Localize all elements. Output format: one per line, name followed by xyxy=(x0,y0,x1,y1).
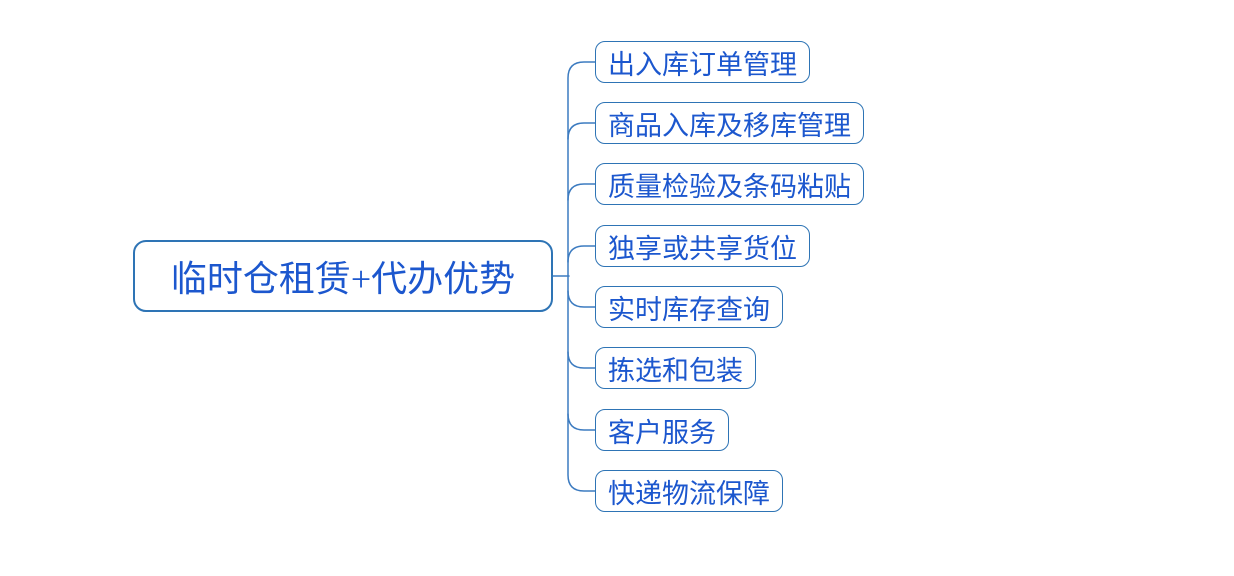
root-node-label: 临时仓租赁+代办优势 xyxy=(170,259,516,299)
child-node-quality-inspection-barcode-labeling[interactable]: 质量检验及条码粘贴 xyxy=(595,163,864,205)
edge-branch-3 xyxy=(567,183,596,201)
child-node-picking-and-packing[interactable]: 拣选和包装 xyxy=(595,347,756,389)
edge-branch-7 xyxy=(567,413,596,431)
edge-spine xyxy=(567,61,596,492)
child-node-goods-inbound-transfer-management[interactable]: 商品入库及移库管理 xyxy=(595,102,864,144)
child-node-label: 快递物流保障 xyxy=(608,478,770,509)
child-node-label: 商品入库及移库管理 xyxy=(608,110,851,141)
child-node-label: 出入库订单管理 xyxy=(608,49,797,80)
child-node-label: 实时库存查询 xyxy=(608,294,770,325)
child-node-exclusive-or-shared-slots[interactable]: 独享或共享货位 xyxy=(595,225,810,267)
child-node-express-logistics-guarantee[interactable]: 快递物流保障 xyxy=(595,470,783,512)
root-node[interactable]: 临时仓租赁+代办优势 xyxy=(133,240,553,312)
child-node-label: 质量检验及条码粘贴 xyxy=(608,171,851,202)
child-node-label: 独享或共享货位 xyxy=(608,233,797,264)
edge-branch-5 xyxy=(567,290,596,308)
child-node-label: 客户服务 xyxy=(608,417,716,448)
edge-branch-6 xyxy=(567,351,596,369)
child-node-realtime-inventory-query[interactable]: 实时库存查询 xyxy=(595,286,783,328)
child-node-inbound-outbound-order-management[interactable]: 出入库订单管理 xyxy=(595,41,810,83)
child-node-customer-service[interactable]: 客户服务 xyxy=(595,409,729,451)
child-node-label: 拣选和包装 xyxy=(608,355,743,386)
edge-branch-4 xyxy=(567,245,596,263)
edge-branch-2 xyxy=(567,122,596,140)
